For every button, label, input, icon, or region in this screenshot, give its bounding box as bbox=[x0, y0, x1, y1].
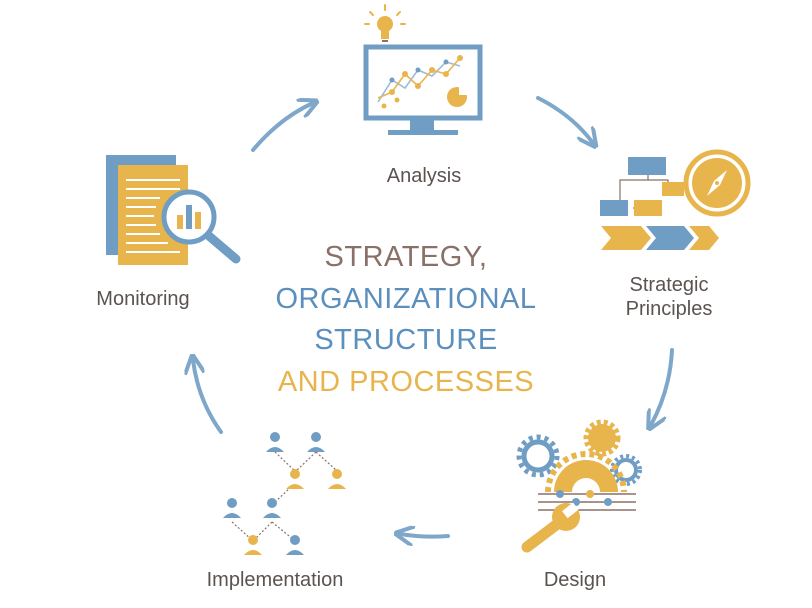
monitoring-label: Monitoring bbox=[96, 288, 190, 310]
arrow-implementation-to-monitoring bbox=[193, 360, 223, 434]
design-label: Design bbox=[543, 569, 607, 591]
flowchart-compass-icon bbox=[600, 149, 751, 250]
arrow-strategic-principles-to-design bbox=[651, 348, 674, 425]
center-title-line2: ORGANIZATIONAL bbox=[275, 283, 537, 315]
analysis-label: Analysis bbox=[386, 165, 462, 187]
monitor-chart-lightbulb-icon bbox=[363, 4, 483, 135]
arrow-monitoring-to-analysis bbox=[251, 103, 313, 152]
document-magnifier-icon bbox=[106, 155, 241, 265]
strategic-principles-label-line2: Principles bbox=[625, 298, 713, 320]
strategic-principles-label-line1: Strategic bbox=[629, 274, 709, 296]
strategic-principles-label: Strategic Principles bbox=[610, 273, 728, 321]
arrow-analysis-to-strategic-principles bbox=[536, 96, 593, 143]
center-title-line4: AND PROCESSES bbox=[277, 366, 535, 398]
implementation-label: Implementation bbox=[206, 569, 344, 591]
people-network-icon bbox=[223, 432, 346, 555]
center-title-line1: STRATEGY, bbox=[324, 241, 488, 273]
gears-wrench-icon bbox=[516, 419, 642, 553]
arrow-design-to-implementation bbox=[400, 534, 450, 537]
center-title-line3: STRUCTURE bbox=[314, 324, 498, 356]
